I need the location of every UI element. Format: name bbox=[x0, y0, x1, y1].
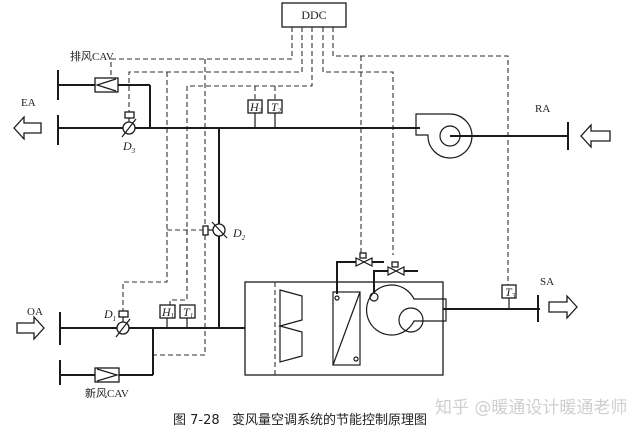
svg-text:T1: T1 bbox=[183, 305, 193, 320]
signal-line-d2 bbox=[152, 59, 206, 368]
signal-line-d3 bbox=[128, 27, 303, 112]
caption-title: 变风量空调系统的节能控制原理图 bbox=[232, 412, 427, 428]
sensor-h1: H1 bbox=[159, 304, 176, 328]
sensor-t1: T1 bbox=[179, 304, 196, 328]
ra-label: RA bbox=[535, 103, 550, 115]
valve-1 bbox=[336, 252, 384, 294]
coil-icon bbox=[332, 291, 361, 366]
signal-line-d1 bbox=[122, 72, 168, 311]
signal-line-t1 bbox=[169, 230, 188, 305]
signal-line-t3 bbox=[332, 27, 509, 285]
exhaust-ductwork bbox=[57, 70, 420, 145]
damper-d2: D2 bbox=[202, 221, 246, 242]
ddc-label: DDC bbox=[301, 8, 326, 22]
ea-arrow: EA bbox=[13, 97, 42, 141]
figure-caption: 图 7-28 变风量空调系统的节能控制原理图 bbox=[173, 412, 427, 428]
exhaust-cav-label: 排风CAV bbox=[70, 49, 114, 63]
oa-arrow: OA bbox=[16, 306, 45, 341]
exhaust-cav-box: 排风CAV bbox=[70, 49, 119, 93]
svg-text:T3: T3 bbox=[505, 285, 516, 300]
svg-text:H1: H1 bbox=[161, 305, 174, 320]
sensor-t3: T3 bbox=[501, 284, 517, 309]
return-fan: RA bbox=[415, 103, 569, 159]
svg-text:T2: T2 bbox=[271, 100, 282, 115]
d3-label: D3 bbox=[122, 139, 136, 155]
caption-number: 图 7-28 bbox=[173, 413, 220, 428]
fresh-cav-box: 新风CAV bbox=[85, 367, 129, 400]
sensor-t2: T2 bbox=[267, 99, 283, 128]
signal-line-exhaust-cav bbox=[110, 27, 293, 77]
sa-arrow: SA bbox=[537, 276, 578, 322]
supply-fan-icon bbox=[366, 284, 447, 336]
signal-line-h2t2 bbox=[186, 27, 313, 284]
fresh-cav-label: 新风CAV bbox=[85, 386, 129, 400]
air-handling-unit bbox=[244, 281, 540, 376]
d2-label: D2 bbox=[232, 226, 246, 242]
filter-icon bbox=[277, 289, 303, 363]
outdoor-ductwork bbox=[59, 312, 245, 385]
oa-label: OA bbox=[27, 306, 43, 318]
sa-label: SA bbox=[540, 276, 554, 288]
damper-d1: D1 bbox=[103, 307, 131, 338]
valve-2 bbox=[373, 261, 418, 293]
watermark: 知乎 @暖通设计暖通老师 bbox=[435, 398, 627, 418]
damper-d3: D3 bbox=[121, 111, 137, 155]
ea-label: EA bbox=[21, 97, 36, 109]
ddc-controller: DDC bbox=[281, 2, 347, 28]
d1-label: D1 bbox=[103, 307, 116, 323]
svg-text:H2: H2 bbox=[249, 100, 263, 115]
signal-line-valve-1 bbox=[322, 27, 394, 255]
ra-arrow bbox=[580, 123, 611, 149]
sensor-h2: H2 bbox=[247, 99, 263, 128]
